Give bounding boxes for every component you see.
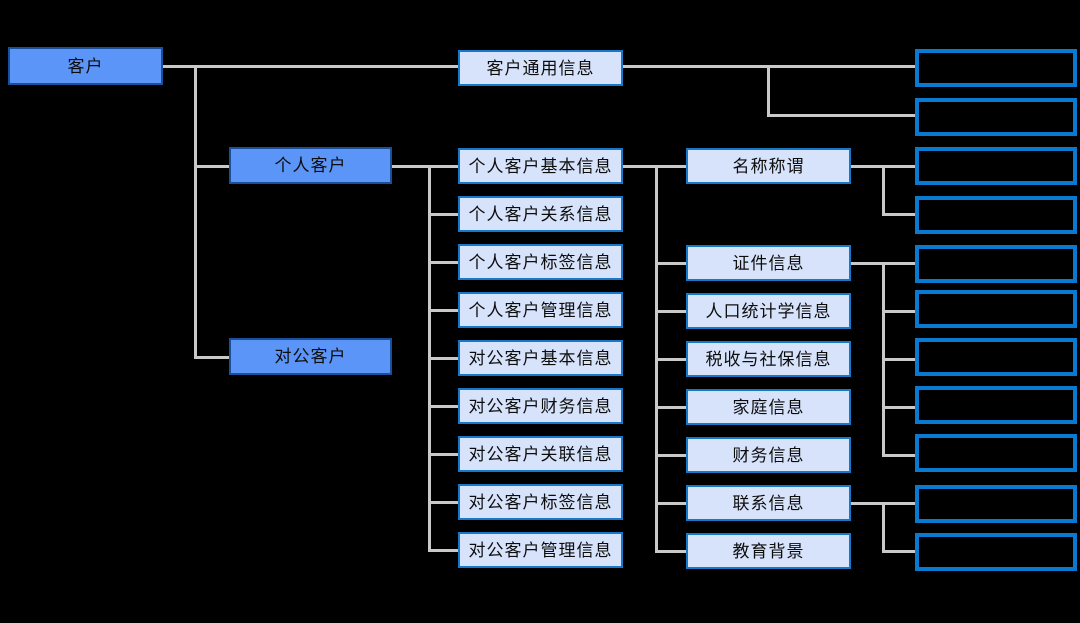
node-c3-4[interactable]: 个人客户管理信息 [458, 292, 623, 328]
node-c5-2[interactable] [915, 147, 1077, 185]
connector-trunk-to-personal [194, 165, 231, 168]
connector-p-branch-0 [428, 165, 460, 168]
node-c3-9[interactable]: 对公客户管理信息 [458, 532, 623, 568]
node-c4-1[interactable]: 证件信息 [686, 245, 851, 281]
connector-id-leaf-4 [882, 454, 918, 457]
node-c4-7[interactable]: 教育背景 [686, 533, 851, 569]
node-c2-1[interactable]: 对公客户 [229, 338, 392, 375]
connector-b-branch-4 [655, 406, 688, 409]
node-c4-5[interactable]: 财务信息 [686, 437, 851, 473]
node-c4-6[interactable]: 联系信息 [686, 485, 851, 521]
connector-b-branch-3 [655, 358, 688, 361]
node-c3-1[interactable]: 个人客户基本信息 [458, 148, 623, 184]
node-c1-0[interactable]: 客户 [8, 47, 163, 85]
connector-common-leaf-0 [767, 65, 918, 68]
connector-id-leaf-2 [882, 358, 918, 361]
connector-personal-out [392, 165, 430, 168]
connector-b-branch-0 [655, 165, 688, 168]
connector-name-leaf-0 [882, 165, 918, 168]
node-c5-3[interactable] [915, 196, 1077, 234]
node-c5-6[interactable] [915, 338, 1077, 376]
connector-name-leaf-1 [882, 213, 918, 216]
connector-p-branch-2 [428, 261, 460, 264]
connector-root-to-common-info [163, 65, 460, 68]
connector-p-branch-5 [428, 405, 460, 408]
node-c3-3[interactable]: 个人客户标签信息 [458, 244, 623, 280]
node-c3-8[interactable]: 对公客户标签信息 [458, 484, 623, 520]
node-c3-5[interactable]: 对公客户基本信息 [458, 340, 623, 376]
connector-p-branch-3 [428, 309, 460, 312]
connector-b-branch-5 [655, 454, 688, 457]
connector-id-leaf-0 [882, 262, 918, 265]
connector-b-branch-7 [655, 550, 688, 553]
node-c2-0[interactable]: 个人客户 [229, 147, 392, 184]
connector-common-trunk [767, 65, 770, 117]
node-c5-1[interactable] [915, 98, 1077, 136]
node-c4-3[interactable]: 税收与社保信息 [686, 341, 851, 377]
node-c5-8[interactable] [915, 434, 1077, 472]
connector-id-leaf-1 [882, 310, 918, 313]
connector-b-branch-1 [655, 262, 688, 265]
connector-b-branch-2 [655, 310, 688, 313]
connector-b-branch-6 [655, 502, 688, 505]
node-c3-0[interactable]: 客户通用信息 [458, 50, 623, 86]
node-c5-7[interactable] [915, 386, 1077, 424]
node-c3-2[interactable]: 个人客户关系信息 [458, 196, 623, 232]
node-c3-6[interactable]: 对公客户财务信息 [458, 388, 623, 424]
connector-common-out [622, 65, 770, 68]
connector-p-branch-8 [428, 549, 460, 552]
connector-name-out [850, 165, 885, 168]
node-c4-0[interactable]: 名称称谓 [686, 148, 851, 184]
node-c5-9[interactable] [915, 485, 1077, 523]
connector-name-trunk [882, 165, 885, 215]
node-c5-4[interactable] [915, 245, 1077, 283]
connector-p-branch-6 [428, 453, 460, 456]
node-c3-7[interactable]: 对公客户关联信息 [458, 436, 623, 472]
connector-p-branch-4 [428, 357, 460, 360]
node-c4-4[interactable]: 家庭信息 [686, 389, 851, 425]
connector-id-out [850, 262, 885, 265]
connector-p-branch-1 [428, 213, 460, 216]
connector-common-leaf-1 [767, 114, 918, 117]
connector-root-trunk-vertical [194, 65, 197, 357]
node-c5-0[interactable] [915, 49, 1077, 87]
connector-p-branch-7 [428, 501, 460, 504]
connector-basic-out [622, 165, 658, 168]
connector-trunk-to-corporate [194, 356, 231, 359]
connector-id-leaf-3 [882, 406, 918, 409]
connector-contact-leaf-1 [882, 550, 918, 553]
node-c4-2[interactable]: 人口统计学信息 [686, 293, 851, 329]
connector-contact-leaf-0 [882, 502, 918, 505]
connector-contact-trunk [882, 502, 885, 552]
node-c5-5[interactable] [915, 290, 1077, 328]
connector-contact-out [850, 502, 885, 505]
node-c5-10[interactable] [915, 533, 1077, 571]
